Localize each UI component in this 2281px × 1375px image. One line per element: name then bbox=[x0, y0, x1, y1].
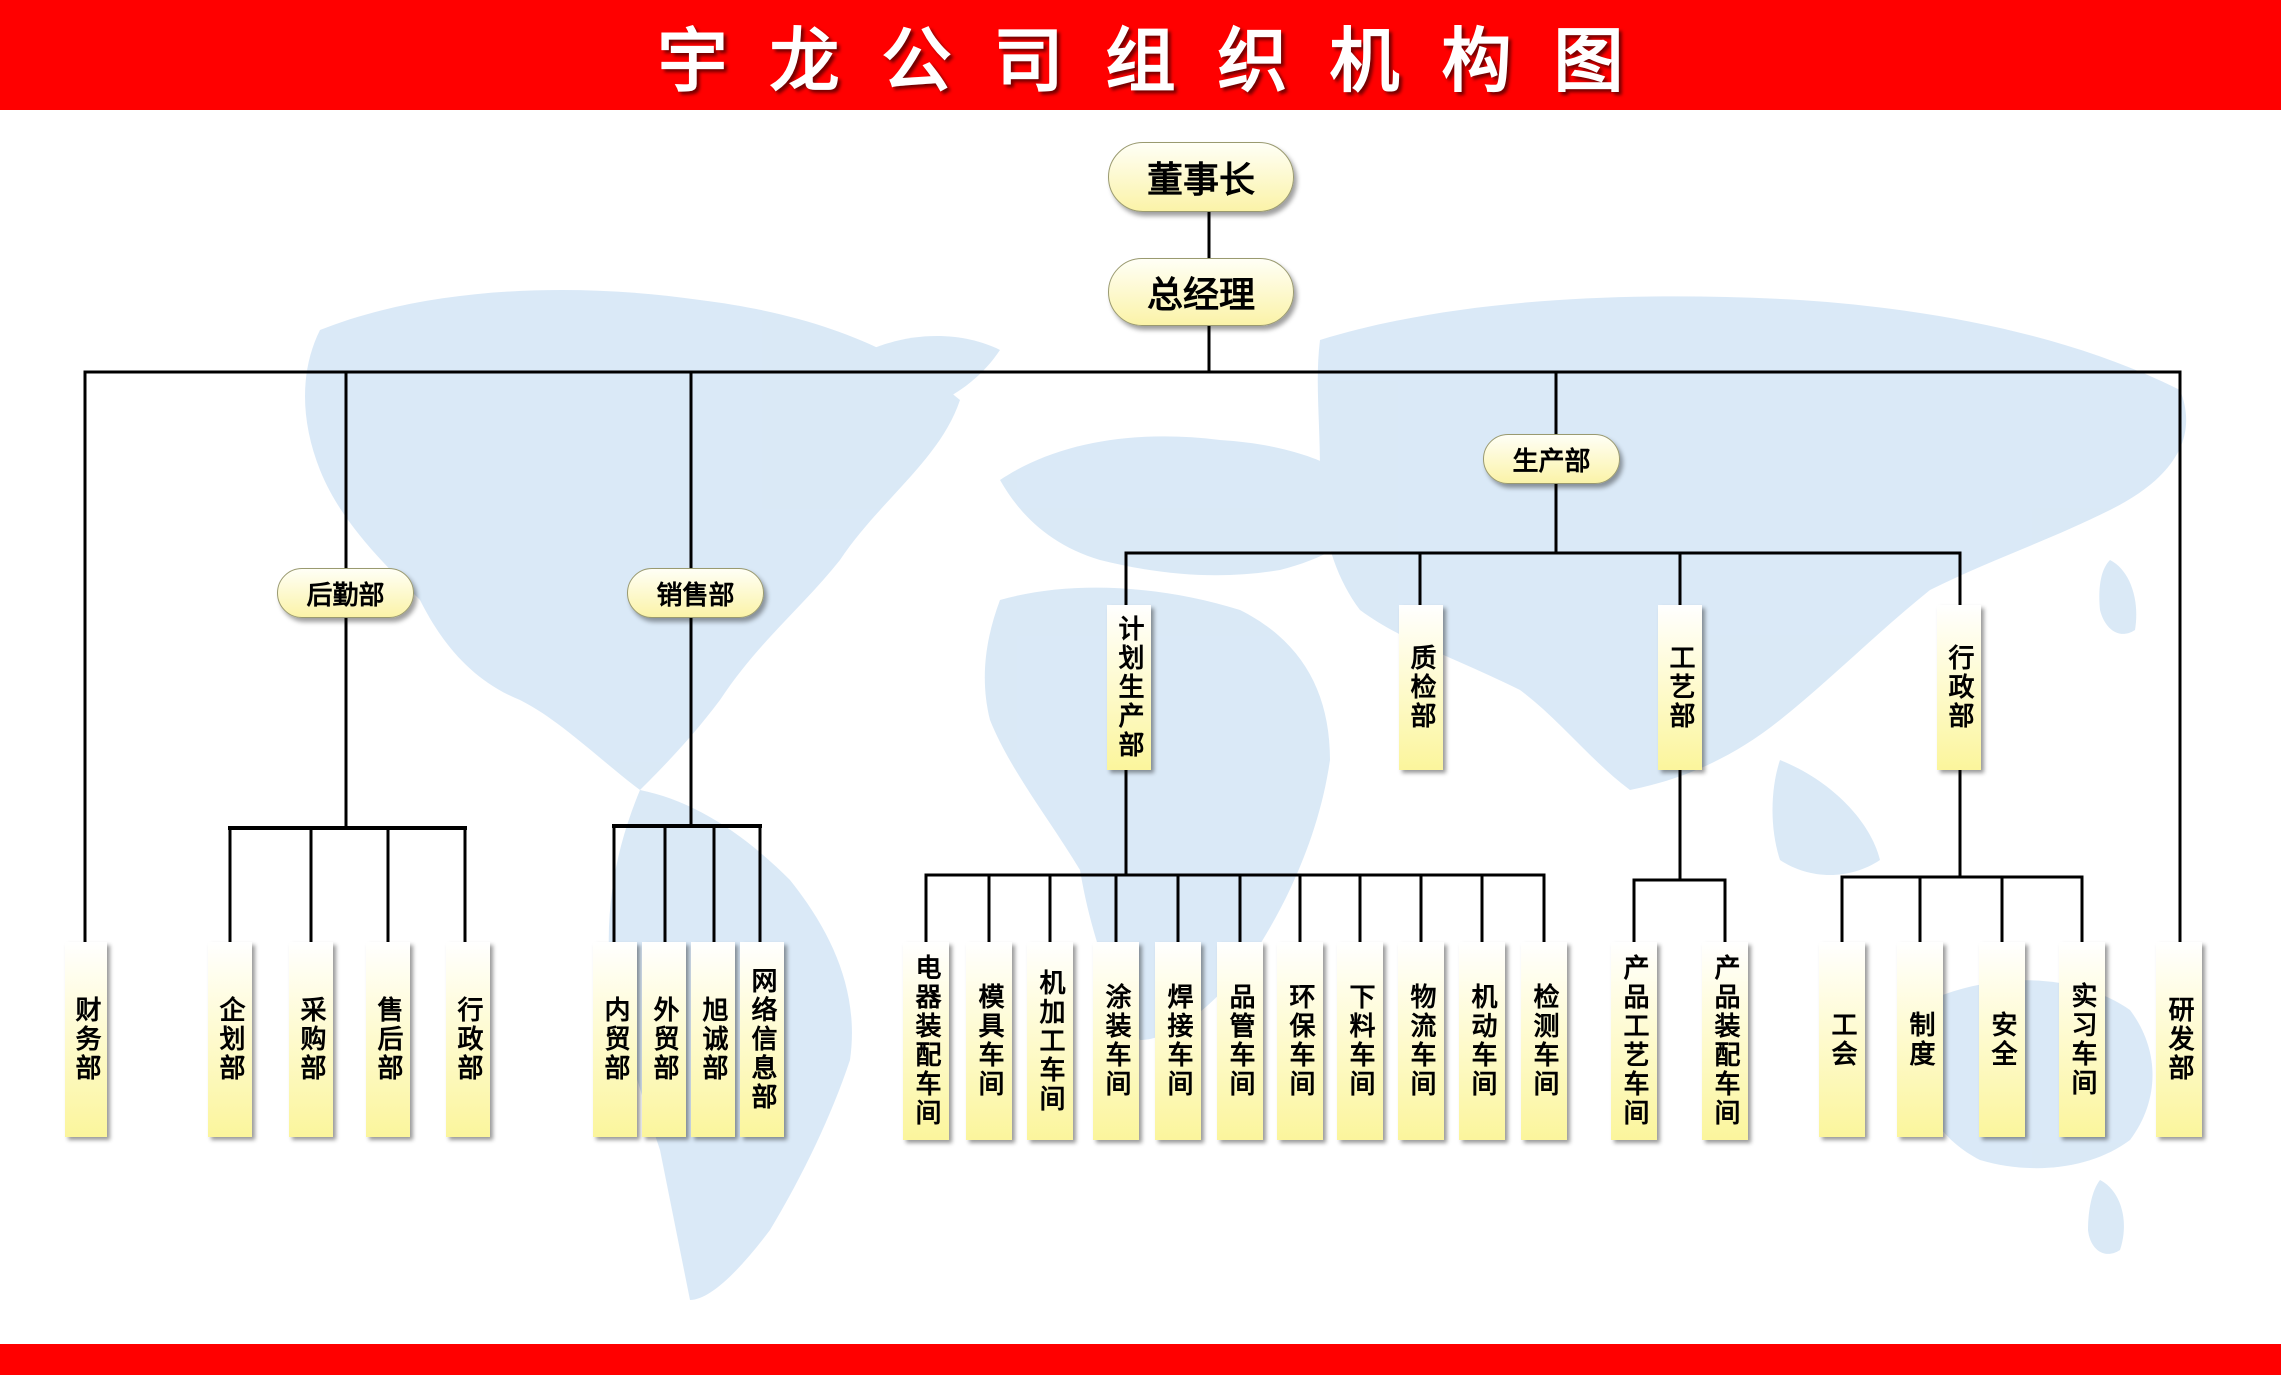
node-mobile: 机动车间 bbox=[1459, 942, 1505, 1140]
page-title: 宇龙公司组织机构图 bbox=[657, 19, 1666, 102]
node-quality-inspection: 质检部 bbox=[1399, 605, 1443, 770]
node-xucheng: 旭诚部 bbox=[691, 942, 735, 1137]
node-qc-workshop: 品管车间 bbox=[1217, 942, 1263, 1140]
node-mold: 模具车间 bbox=[966, 942, 1012, 1140]
node-after-sales: 售后部 bbox=[366, 942, 410, 1137]
node-purchasing: 采购部 bbox=[289, 942, 333, 1137]
node-planning-dept: 企划部 bbox=[208, 942, 252, 1137]
node-cutting: 下料车间 bbox=[1337, 942, 1383, 1140]
node-general-manager: 总经理 bbox=[1108, 258, 1294, 326]
title-banner: 宇龙公司组织机构图 bbox=[0, 0, 2281, 110]
node-logistics-workshop: 物流车间 bbox=[1398, 942, 1444, 1140]
node-production-admin: 行政部 bbox=[1937, 605, 1981, 770]
node-product-assembly: 产品装配车间 bbox=[1702, 942, 1748, 1140]
node-chairman: 董事长 bbox=[1108, 142, 1294, 212]
node-union: 工会 bbox=[1819, 942, 1865, 1137]
node-logistics: 后勤部 bbox=[277, 568, 414, 618]
node-intern: 实习车间 bbox=[2059, 942, 2105, 1137]
node-process: 工艺部 bbox=[1658, 605, 1702, 770]
node-planning-production: 计划生产部 bbox=[1107, 605, 1151, 770]
footer-band bbox=[0, 1344, 2281, 1375]
node-welding: 焊接车间 bbox=[1155, 942, 1201, 1140]
node-product-process: 产品工艺车间 bbox=[1611, 942, 1657, 1140]
node-system: 制度 bbox=[1897, 942, 1943, 1137]
node-foreign-trade: 外贸部 bbox=[642, 942, 686, 1137]
node-machining: 机加工车间 bbox=[1027, 942, 1073, 1140]
node-rnd: 研发部 bbox=[2156, 942, 2202, 1137]
node-finance: 财务部 bbox=[65, 942, 107, 1137]
node-online-info: 网络信息部 bbox=[740, 942, 784, 1137]
node-domestic-trade: 内贸部 bbox=[593, 942, 637, 1137]
node-admin: 行政部 bbox=[446, 942, 490, 1137]
node-safety: 安全 bbox=[1979, 942, 2025, 1137]
node-eco: 环保车间 bbox=[1277, 942, 1323, 1140]
node-painting: 涂装车间 bbox=[1093, 942, 1139, 1140]
node-sales: 销售部 bbox=[627, 568, 764, 618]
node-production: 生产部 bbox=[1483, 434, 1620, 484]
node-electrical-assembly: 电器装配车间 bbox=[903, 942, 949, 1140]
node-testing: 检测车间 bbox=[1521, 942, 1567, 1140]
